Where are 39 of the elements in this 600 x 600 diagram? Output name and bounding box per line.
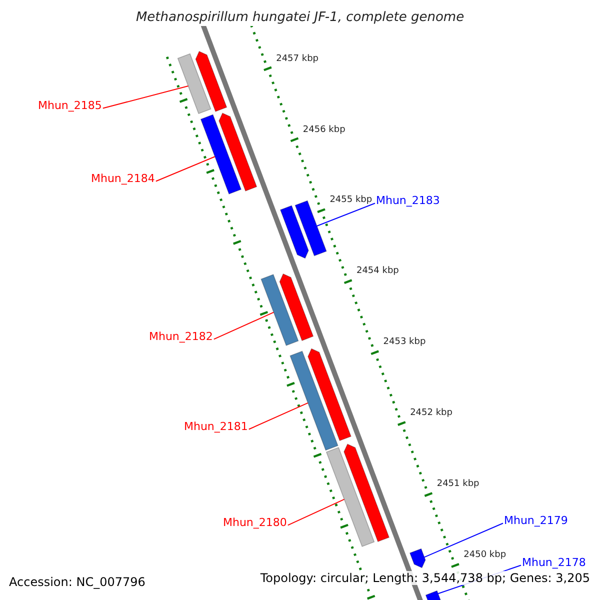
gene-label: Mhun_2184 xyxy=(91,172,155,186)
gene-block xyxy=(279,273,314,342)
gene-label: Mhun_2182 xyxy=(149,330,213,344)
leader-line xyxy=(316,202,376,226)
leader-line xyxy=(213,312,274,340)
leader-line xyxy=(424,522,504,558)
scale-label: 2456 kbp xyxy=(302,124,346,136)
scale-label: 2450 kbp xyxy=(464,550,506,562)
scale-label: 2454 kbp xyxy=(356,266,399,278)
scale-label: 2452 kbp xyxy=(410,408,452,420)
gene-label: Mhun_2181 xyxy=(184,420,248,434)
gene-block xyxy=(200,114,242,195)
gene-label: Mhun_2178 xyxy=(522,556,586,570)
gene-block xyxy=(344,444,390,542)
scale-label: 2453 kbp xyxy=(383,337,426,348)
gene-block xyxy=(218,112,258,192)
accession-text: Accession: NC_007796 xyxy=(9,575,146,590)
scale-label: 2455 kbp xyxy=(330,195,372,206)
leader-line xyxy=(287,498,345,526)
scale-label: 2451 kbp xyxy=(436,479,480,490)
gene-block xyxy=(290,350,338,451)
gene-block xyxy=(177,53,212,114)
genome-summary: Topology: circular; Length: 3,544,738 bp; Genes: 3,205 xyxy=(260,571,590,586)
scale-label: 2457 kbp xyxy=(276,54,318,64)
gene-block xyxy=(308,348,352,442)
leader-line xyxy=(248,402,308,430)
gene-label: Mhun_2179 xyxy=(504,514,568,528)
gene-label: Mhun_2180 xyxy=(223,516,287,530)
leader-line xyxy=(155,156,216,182)
gene-block xyxy=(326,446,375,548)
gene-block xyxy=(280,205,309,259)
gene-block xyxy=(195,50,228,112)
gene-block xyxy=(260,274,299,346)
gene-label: Mhun_2185 xyxy=(38,99,102,112)
gene-block xyxy=(409,548,426,568)
leader-line xyxy=(102,86,189,109)
map-title: Methanospirillum hungatei JF-1, complete genome xyxy=(136,10,464,26)
gene-block xyxy=(294,200,327,256)
gene-label: Mhun_2183 xyxy=(376,194,440,208)
